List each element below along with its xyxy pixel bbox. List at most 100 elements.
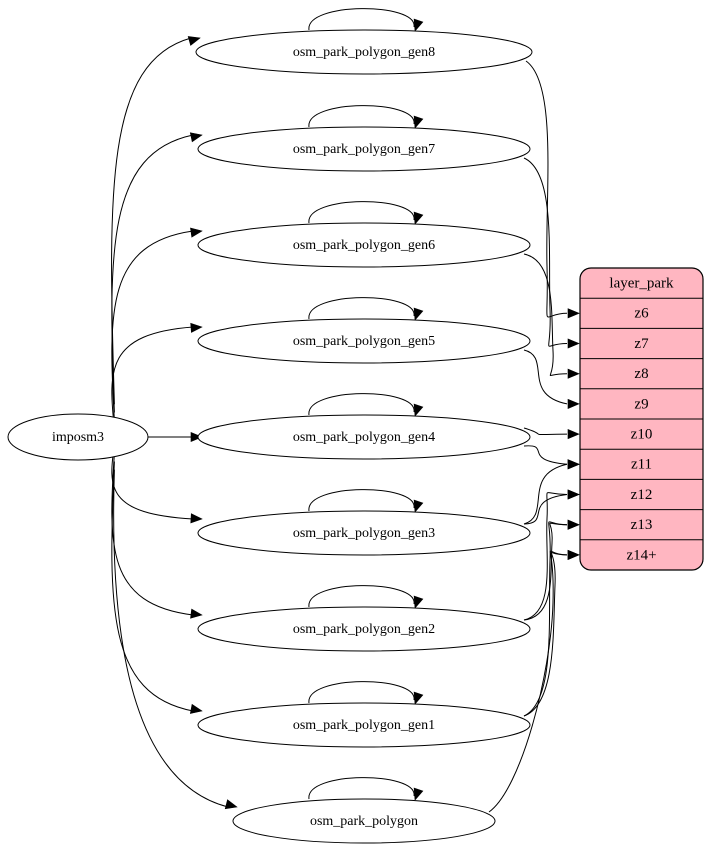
arrowhead-imposm3-to-osm_park_polygon_gen6	[190, 227, 203, 238]
arrowhead-osm_park_polygon_gen2-to-z12	[567, 489, 580, 500]
self-loop-osm_park_polygon_gen8	[308, 8, 415, 31]
self-loop-osm_park_polygon_gen5	[308, 297, 415, 320]
node-label-osm_park_polygon_gen4: osm_park_polygon_gen4	[293, 430, 435, 445]
table-row-z10[interactable]: z10	[580, 419, 703, 449]
node-osm_park_polygon_gen1[interactable]: osm_park_polygon_gen1	[197, 702, 531, 748]
edge-osm_park_polygon_gen1-to-z14+	[523, 551, 568, 717]
node-shape-osm_park_polygon_gen4	[197, 414, 531, 460]
node-label-osm_park_polygon_gen3: osm_park_polygon_gen3	[293, 526, 435, 541]
arrowhead-imposm3-to-osm_park_polygon_gen1	[189, 703, 203, 714]
node-shape-osm_park_polygon_gen7	[197, 126, 531, 172]
table-cell-label-z13: z13	[631, 517, 653, 533]
self-loop-osm_park_polygon	[308, 777, 415, 800]
table-cell-label-z8: z8	[634, 366, 648, 382]
table-row-z13[interactable]: z13	[580, 510, 703, 540]
arrowhead-self-loop-osm_park_polygon_gen7	[413, 115, 424, 129]
edge-osm_park_polygon-to-z14+	[488, 550, 568, 813]
node-osm_park_polygon_gen6[interactable]: osm_park_polygon_gen6	[197, 222, 531, 268]
table-row-z11[interactable]: z11	[580, 449, 703, 479]
node-label-osm_park_polygon_gen8: osm_park_polygon_gen8	[293, 45, 435, 60]
node-osm_park_polygon_gen2[interactable]: osm_park_polygon_gen2	[197, 606, 531, 652]
node-label-osm_park_polygon_gen5: osm_park_polygon_gen5	[293, 334, 435, 349]
table-cell-label-z9: z9	[634, 396, 648, 412]
source-node-group: imposm3	[7, 413, 149, 461]
arrowhead-imposm3-to-osm_park_polygon_gen2	[190, 608, 203, 619]
edges-to-layer-park	[488, 60, 580, 813]
edge-osm_park_polygon_gen3-to-z11	[523, 463, 568, 525]
edge-osm_park_polygon_gen3-to-z12	[523, 494, 568, 525]
arrowhead-imposm3-to-osm_park_polygon_gen4	[190, 431, 203, 443]
arrowhead-self-loop-osm_park_polygon	[413, 787, 424, 801]
table-cell-label-z12: z12	[631, 487, 653, 503]
arrowhead-self-loop-osm_park_polygon_gen2	[413, 595, 424, 609]
layer-park-table-group: layer_park z6 z7 z8 z9 z10 z11 z12 z13 z14+	[579, 267, 704, 571]
table-cell-label-z11: z11	[631, 457, 652, 473]
node-shape-imposm3	[7, 413, 149, 461]
arrowhead-imposm3-to-osm_park_polygon_gen3	[190, 513, 203, 524]
self-loop-edges	[308, 8, 424, 801]
edge-osm_park_polygon_gen2-to-z13	[523, 522, 568, 621]
edge-osm_park_polygon_gen6-to-z8	[523, 253, 568, 377]
node-label-osm_park_polygon_gen2: osm_park_polygon_gen2	[293, 622, 435, 637]
arrowhead-self-loop-osm_park_polygon_gen6	[413, 211, 424, 225]
table-row-z8[interactable]: z8	[580, 359, 703, 389]
node-label-imposm3: imposm3	[52, 430, 104, 445]
arrowhead-self-loop-osm_park_polygon_gen8	[413, 18, 424, 32]
self-loop-osm_park_polygon_gen3	[308, 489, 415, 512]
edge-osm_park_polygon_gen7-to-z7	[523, 157, 568, 347]
arrowhead-osm_park_polygon_gen6-to-z8	[567, 368, 580, 379]
self-loop-osm_park_polygon_gen2	[308, 585, 415, 608]
arrowhead-imposm3-to-osm_park_polygon	[224, 799, 238, 810]
arrowhead-osm_park_polygon_gen3-to-z11	[567, 459, 580, 470]
arrowhead-osm_park_polygon_gen1-to-z13	[567, 519, 580, 530]
node-osm_park_polygon_gen5[interactable]: osm_park_polygon_gen5	[197, 318, 531, 364]
arrowhead-imposm3-to-osm_park_polygon_gen5	[190, 322, 203, 333]
arrowhead-self-loop-osm_park_polygon_gen4	[413, 403, 424, 417]
edge-osm_park_polygon_gen5-to-z9	[523, 349, 568, 405]
table-row-z12[interactable]: z12	[580, 479, 703, 509]
arrowhead-self-loop-osm_park_polygon_gen3	[413, 499, 424, 513]
table-row-z7[interactable]: z7	[580, 328, 703, 358]
node-osm_park_polygon_gen7[interactable]: osm_park_polygon_gen7	[197, 126, 531, 172]
edge-imposm3-to-osm_park_polygon	[113, 469, 229, 808]
polygon-node-group: osm_park_polygon_gen8 osm_park_polygon_ge…	[195, 29, 533, 844]
edge-osm_park_polygon_gen2-to-z12	[523, 492, 568, 621]
node-label-osm_park_polygon_gen6: osm_park_polygon_gen6	[293, 238, 435, 253]
edge-imposm3-to-osm_park_polygon_gen3	[111, 445, 194, 520]
edge-osm_park_polygon_gen4-to-z10	[523, 427, 568, 436]
node-shape-osm_park_polygon_gen8	[195, 29, 533, 75]
node-imposm3[interactable]: imposm3	[7, 413, 149, 461]
edge-imposm3-to-osm_park_polygon_gen1	[111, 461, 194, 712]
edge-imposm3-to-osm_park_polygon_gen2	[111, 453, 194, 616]
arrowhead-imposm3-to-osm_park_polygon_gen8	[187, 36, 201, 46]
table-cell-label-z14+: z14+	[626, 547, 656, 563]
self-loop-osm_park_polygon_gen7	[308, 105, 415, 128]
table-header-layer-park: layer_park	[609, 276, 674, 292]
edge-imposm3-to-osm_park_polygon_gen5	[111, 326, 194, 429]
node-shape-osm_park_polygon_gen2	[197, 606, 531, 652]
node-osm_park_polygon[interactable]: osm_park_polygon	[232, 798, 496, 844]
arrowhead-osm_park_polygon_gen8-to-z6	[567, 308, 580, 319]
node-osm_park_polygon_gen3[interactable]: osm_park_polygon_gen3	[197, 510, 531, 556]
table-row-z14+[interactable]: z14+	[580, 540, 703, 570]
node-shape-osm_park_polygon_gen5	[197, 318, 531, 364]
node-shape-osm_park_polygon_gen6	[197, 222, 531, 268]
table-node-layer-park[interactable]: layer_park z6 z7 z8 z9 z10 z11 z12 z13 z14+	[579, 267, 704, 571]
self-loop-osm_park_polygon_gen6	[308, 201, 415, 224]
arrowhead-osm_park_polygon_gen5-to-z9	[567, 398, 580, 409]
arrowhead-self-loop-osm_park_polygon_gen1	[413, 691, 424, 705]
table-row-z6[interactable]: z6	[580, 298, 703, 328]
table-row-z9[interactable]: z9	[580, 389, 703, 419]
edge-imposm3-to-osm_park_polygon_gen6	[111, 230, 194, 421]
arrowhead-imposm3-to-osm_park_polygon_gen7	[189, 132, 203, 143]
node-osm_park_polygon_gen4[interactable]: osm_park_polygon_gen4	[197, 414, 531, 460]
self-loop-osm_park_polygon_gen1	[308, 681, 415, 704]
arrowhead-osm_park_polygon-to-z14+	[567, 549, 580, 560]
node-label-osm_park_polygon: osm_park_polygon	[310, 814, 418, 829]
edge-osm_park_polygon_gen4-to-z11	[523, 445, 568, 465]
table-cell-label-z7: z7	[634, 336, 649, 352]
arrowhead-self-loop-osm_park_polygon_gen5	[413, 307, 424, 321]
node-osm_park_polygon_gen8[interactable]: osm_park_polygon_gen8	[195, 29, 533, 75]
